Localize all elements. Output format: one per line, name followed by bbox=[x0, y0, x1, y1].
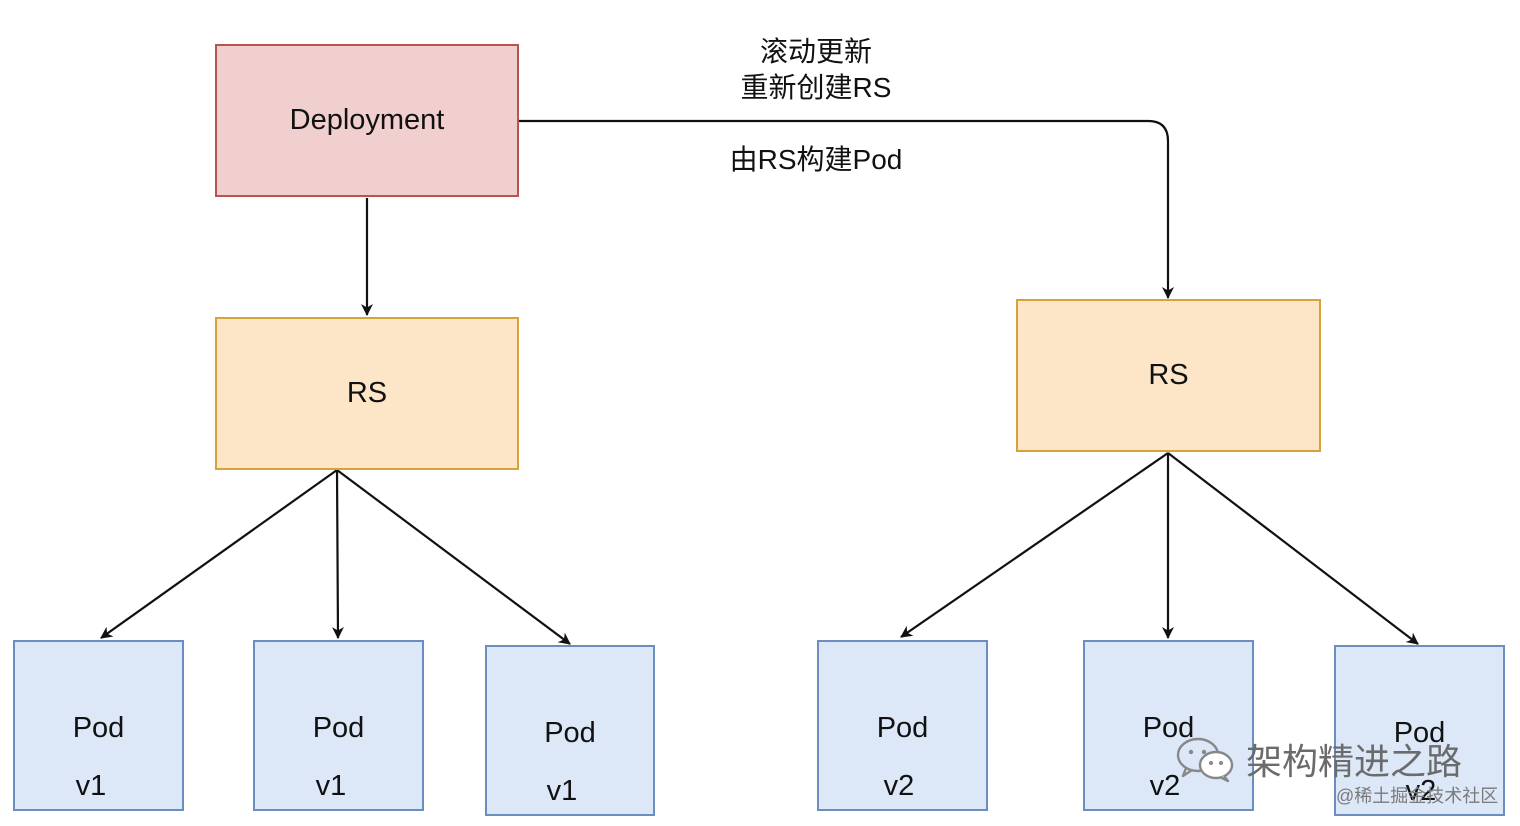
wechat-watermark: 架构精进之路 bbox=[1174, 734, 1462, 784]
pod-node-v1-3: Pod v1 bbox=[485, 645, 655, 816]
pod-version: v2 bbox=[883, 770, 915, 802]
edge-rs-right-to-pod-6 bbox=[1167, 452, 1419, 645]
rs-node-left: RS bbox=[215, 317, 519, 470]
pod-version: v1 bbox=[546, 775, 578, 807]
pod-name: Pod bbox=[1142, 712, 1195, 744]
pod-name: Pod bbox=[312, 712, 365, 744]
pod-node-v2-1: Pod v2 bbox=[817, 640, 988, 811]
pod-node-v1-2: Pod v1 bbox=[253, 640, 424, 811]
pod-version: v2 bbox=[1149, 770, 1181, 802]
edge-label-line-1: 滚动更新 bbox=[759, 36, 872, 67]
edge-rs-left-to-pod-3 bbox=[336, 469, 571, 645]
pod-name: Pod bbox=[544, 717, 596, 749]
rs-left-label: RS bbox=[346, 377, 388, 409]
pod-name: Pod bbox=[72, 712, 125, 744]
juejin-watermark: @稀土掘金技术社区 bbox=[1336, 786, 1499, 806]
wechat-icon bbox=[1176, 737, 1234, 783]
edge-label-line-3: 由RS构建Pod bbox=[729, 144, 903, 175]
edge-deployment-to-rs-right bbox=[519, 119, 1174, 299]
edge-rs-right-to-pod-4 bbox=[900, 452, 1169, 638]
edge-rs-left-to-pod-1 bbox=[100, 469, 338, 639]
pod-node-v2-2: Pod v2 bbox=[1083, 640, 1254, 811]
deployment-label: Deployment bbox=[289, 104, 445, 136]
edge-label-rolling-update: 滚动更新 重新创建RS bbox=[716, 34, 916, 106]
pod-name: Pod bbox=[876, 712, 929, 744]
pod-version: v2 bbox=[1405, 775, 1437, 807]
edge-rs-left-to-pod-2 bbox=[331, 469, 344, 639]
pod-name: Pod bbox=[1393, 717, 1446, 749]
pod-node-v2-3: Pod v2 bbox=[1334, 645, 1505, 816]
edge-label-line-2: 重新创建RS bbox=[740, 72, 892, 103]
rs-node-right: RS bbox=[1016, 299, 1321, 452]
pod-version: v1 bbox=[315, 770, 347, 802]
watermark-brand: 架构精进之路 bbox=[1246, 741, 1463, 782]
edge-label-build-pod: 由RS构建Pod bbox=[706, 142, 926, 178]
rs-right-label: RS bbox=[1148, 359, 1189, 391]
deployment-node: Deployment bbox=[215, 44, 519, 197]
pod-node-v1-1: Pod v1 bbox=[13, 640, 184, 811]
pod-version: v1 bbox=[75, 770, 107, 802]
